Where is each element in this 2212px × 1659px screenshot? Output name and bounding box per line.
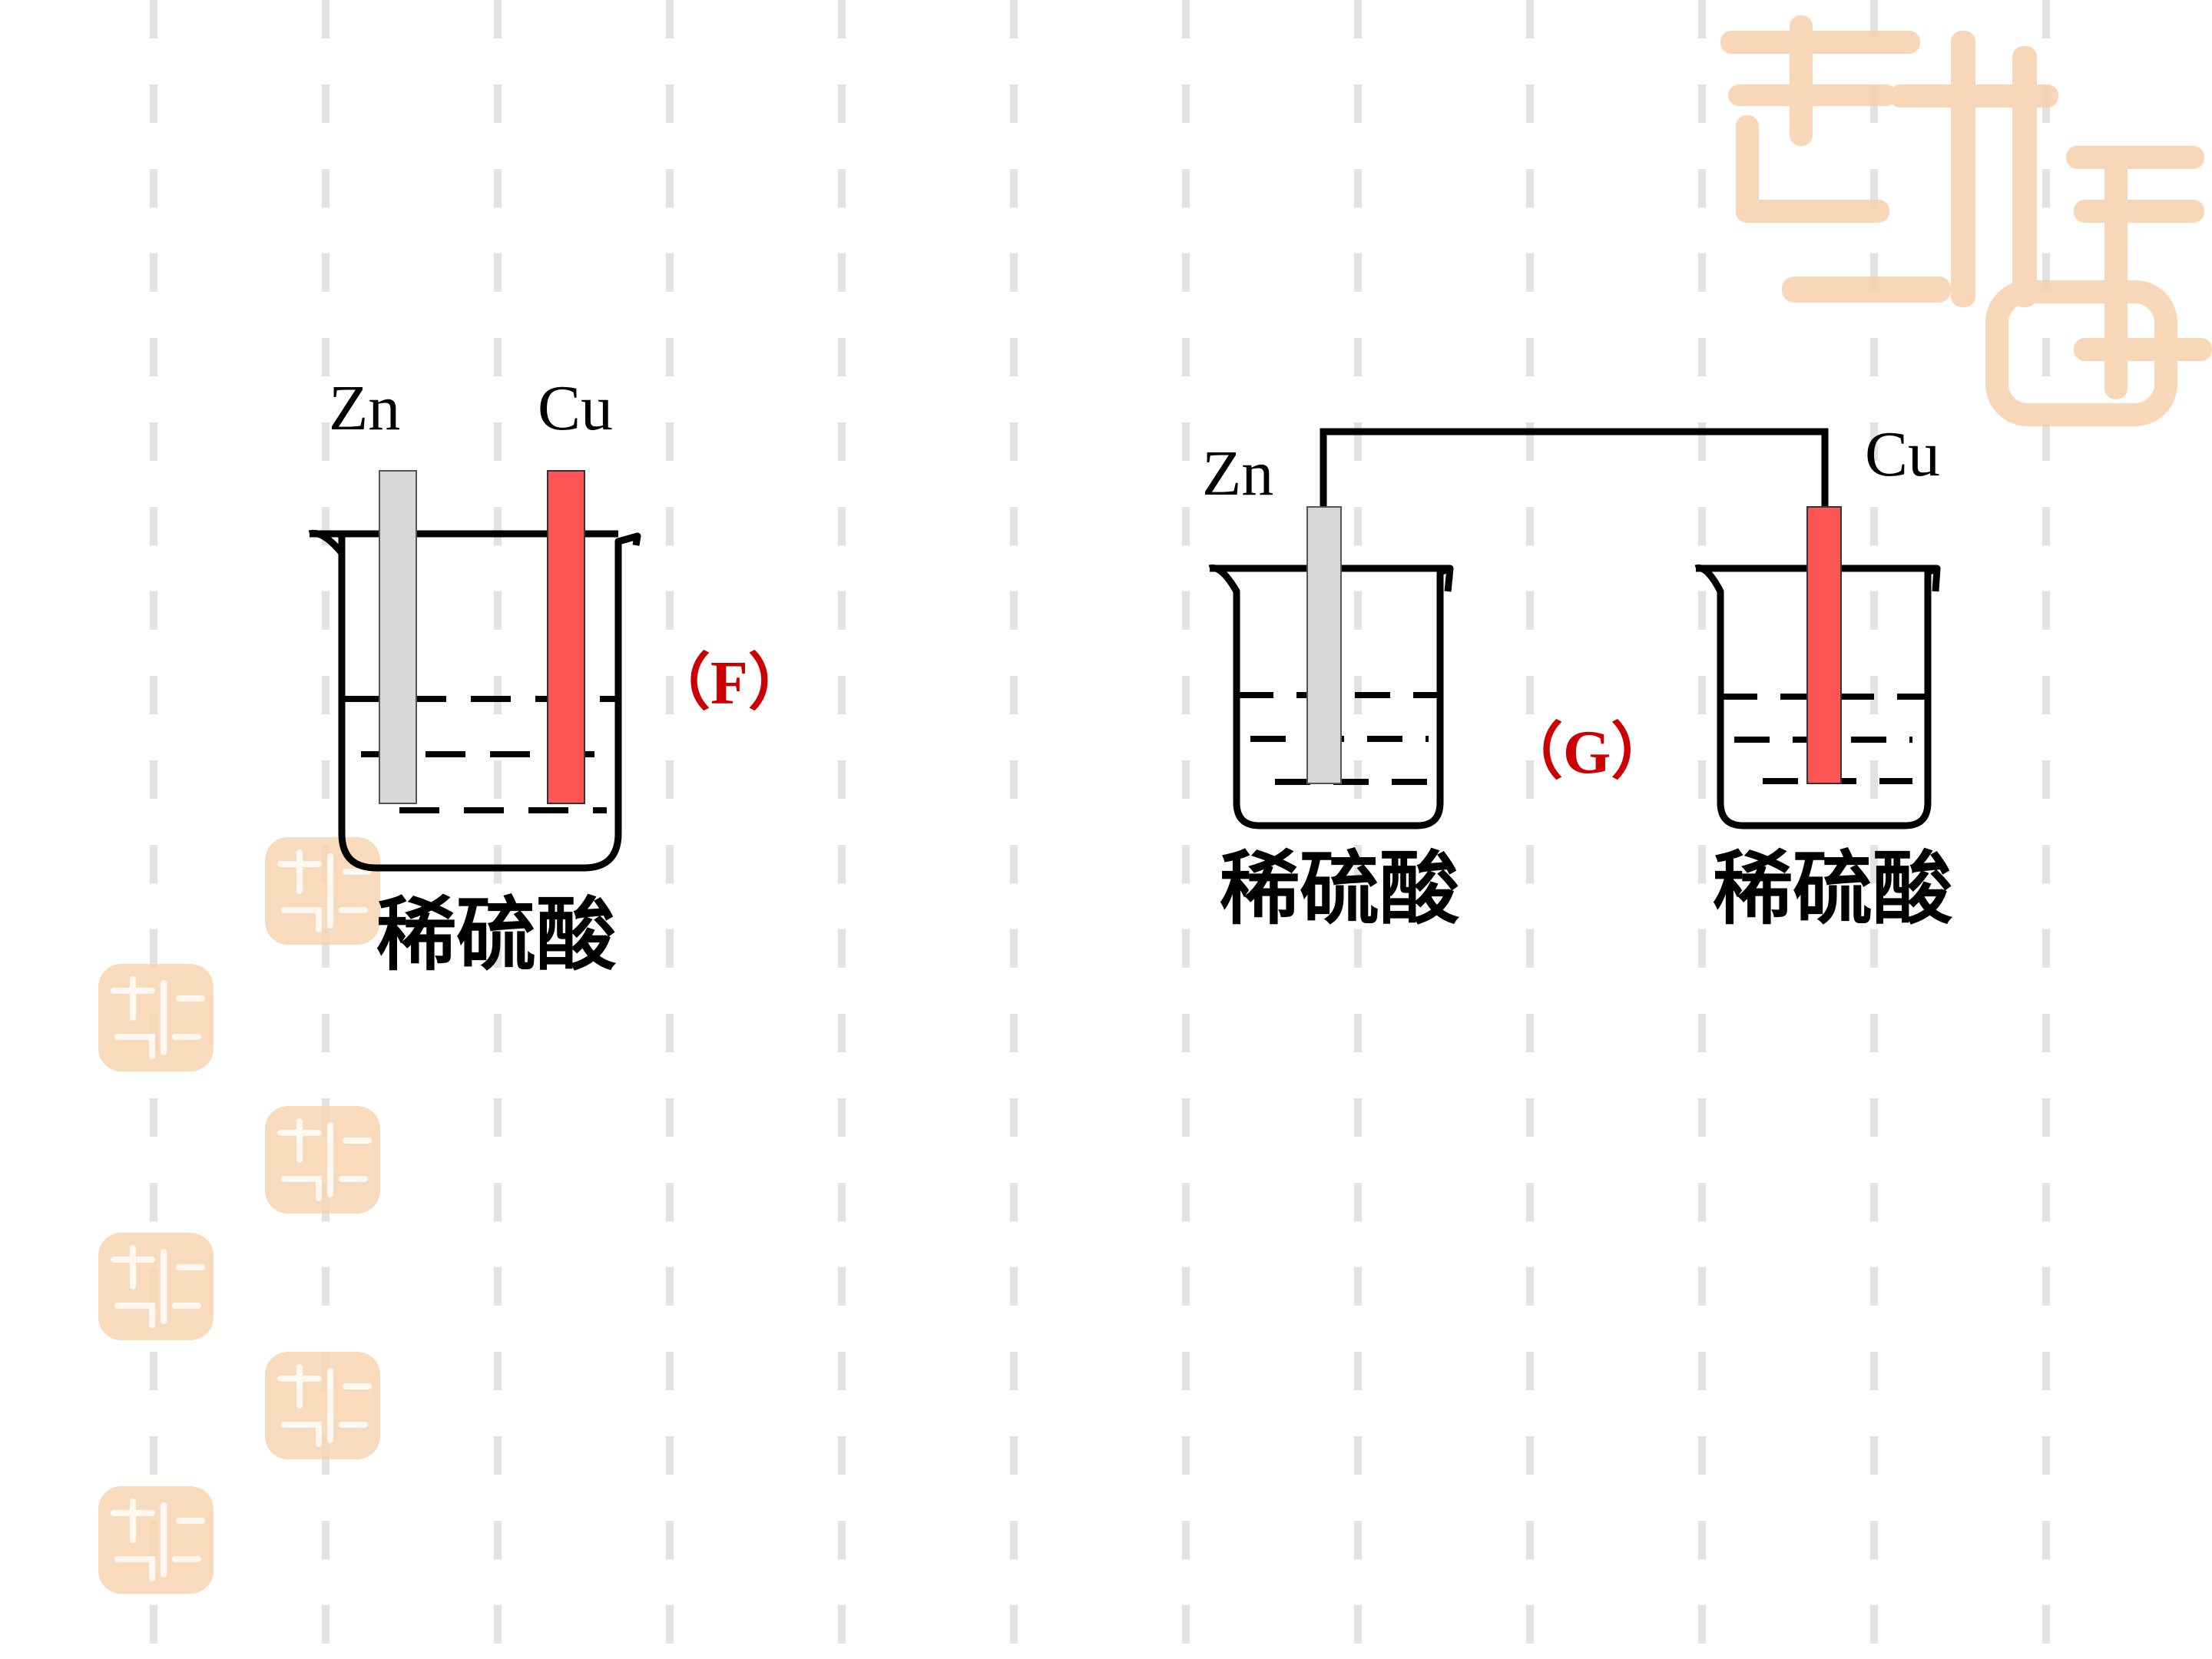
setup-g (1208, 428, 1941, 830)
right-solution-label-g: 稀硫酸 (1713, 841, 1953, 935)
seal-stamp (98, 1486, 214, 1594)
figure-label-g: （G） (1502, 719, 1673, 786)
left-solution-label-g: 稀硫酸 (1220, 841, 1460, 935)
solution-label-f: 稀硫酸 (376, 887, 617, 982)
seal-stamp (265, 1352, 380, 1459)
small-seal-stamps (98, 837, 380, 1594)
seal-stamp (98, 964, 214, 1071)
zinc-electrode-f (379, 470, 417, 804)
copper-electrode-g (1806, 506, 1842, 784)
setup-f (308, 470, 641, 872)
corner-calligraphy-seal (1720, 15, 2212, 426)
copper-electrode-f (547, 470, 585, 804)
seal-stamp (98, 1233, 214, 1340)
right-electrode-label-g: Cu (1865, 419, 1941, 490)
left-electrode-label-g: Zn (1202, 438, 1274, 509)
cathode-label-f: Cu (538, 373, 614, 444)
connecting-wire (1320, 428, 1829, 507)
zinc-electrode-g (1306, 506, 1342, 784)
figure-label-f: （F） (649, 650, 810, 717)
beaker-f (310, 530, 641, 872)
anode-label-f: Zn (329, 373, 401, 444)
seal-stamp (265, 1106, 380, 1214)
